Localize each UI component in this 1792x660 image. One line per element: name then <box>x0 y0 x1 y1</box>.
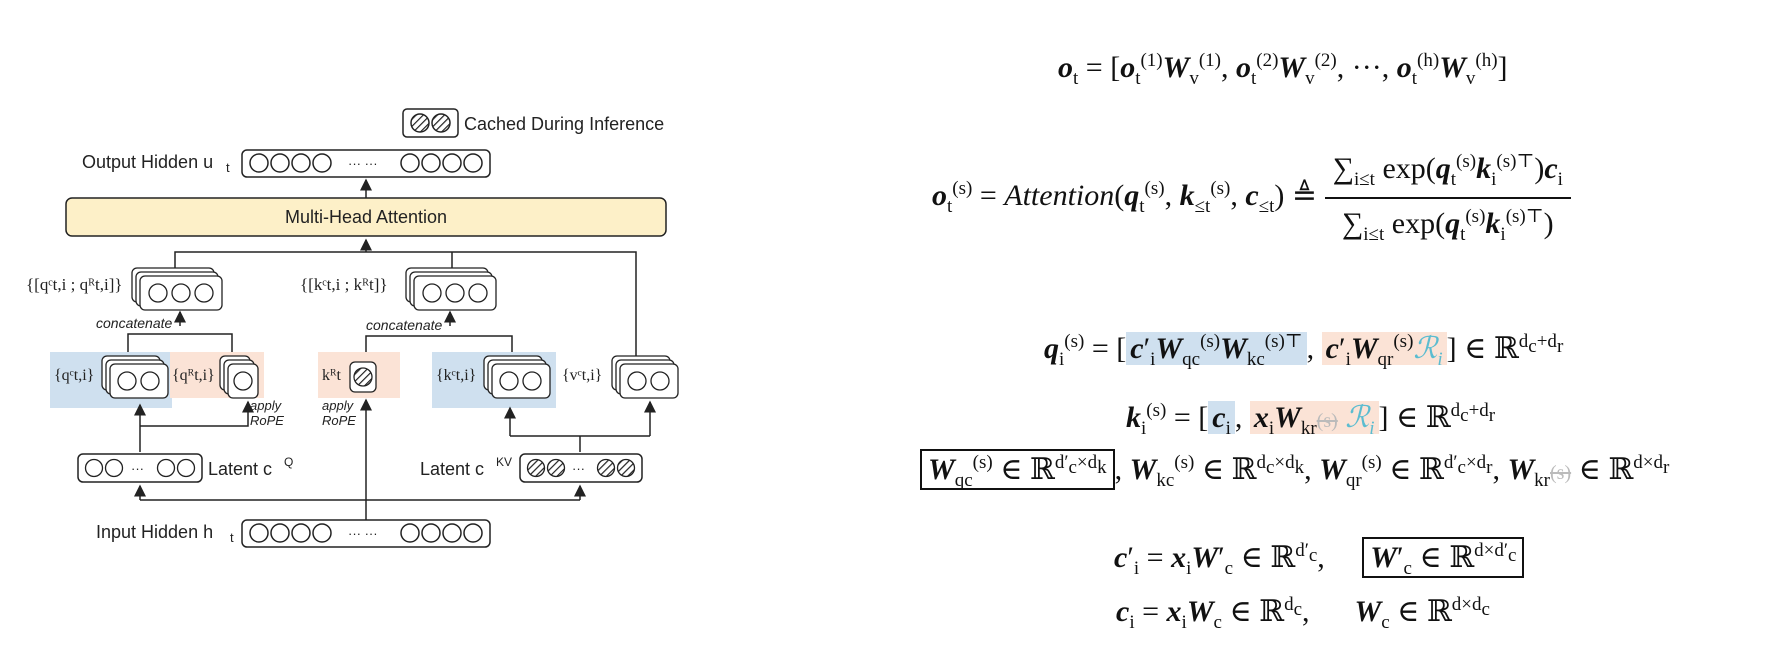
multi-head-attention-block <box>65 197 667 237</box>
output-label-sub: t <box>226 160 230 175</box>
kr-label: kᴿt <box>322 367 342 384</box>
equation-attention: ot(s) = Attention(qt(s), k≤t(s), c≤t) ≜ … <box>932 150 1571 246</box>
equation-latent-q: c′i = xiW′c ∈ ℝd′c, W′c ∈ ℝd×d′c <box>1114 537 1525 580</box>
qc-stack <box>101 355 169 399</box>
vc-label: {vᶜt,i} <box>562 367 602 384</box>
latent-kv-sup: KV <box>496 455 512 469</box>
qc-label: {qᶜt,i} <box>54 367 94 384</box>
concatenate-label-q: concatenate <box>96 315 172 331</box>
equation-weights: Wqc(s) ∈ ℝd′c×dk, Wkc(s) ∈ ℝdc×dk, Wqr(s… <box>920 449 1669 492</box>
qr-stack <box>219 355 259 399</box>
apply-rope-k-2: RoPE <box>322 413 356 428</box>
kc-label: {kᶜt,i} <box>436 367 476 384</box>
latent-q-label: Latent c <box>208 459 272 479</box>
attention-label: Multi-Head Attention <box>285 207 447 227</box>
latent-kv-label: Latent c <box>420 459 484 479</box>
equation-latent-kv: ci = xiWc ∈ ℝdc, Wc ∈ ℝd×dc <box>1116 594 1490 633</box>
legend: Cached During Inference <box>402 108 664 138</box>
key-concat-stack <box>405 267 497 311</box>
equation-output: ot = [ot(1)Wv(1), ot(2)Wv(2), ···, ot(h)… <box>1058 50 1508 89</box>
mla-architecture-diagram: Cached During Inference Output Hidden u … <box>26 108 679 548</box>
input-label: Input Hidden h <box>96 522 213 542</box>
input-label-sub: t <box>230 530 234 545</box>
key-concat-label: {[kᶜt,i ; kᴿt]} <box>300 275 388 294</box>
cached-icon <box>410 113 430 133</box>
concatenate-label-k: concatenate <box>366 317 442 333</box>
svg-text:···: ··· <box>131 461 144 476</box>
svg-text:··· ···: ··· ··· <box>348 526 378 541</box>
apply-rope-q-1: apply <box>250 398 283 413</box>
qr-label: {qᴿt,i} <box>172 367 215 384</box>
legend-label: Cached During Inference <box>464 114 664 134</box>
query-concat-stack <box>131 267 223 311</box>
output-label: Output Hidden u <box>82 152 213 172</box>
apply-rope-k-1: apply <box>322 398 355 413</box>
equation-query: qi(s) = [c′iWqc(s)Wkc(s)⊤, c′iWqr(s)ℛi] … <box>1044 331 1564 370</box>
cached-icon <box>431 113 451 133</box>
vc-stack <box>611 355 679 399</box>
latent-q-sup: Q <box>284 455 293 469</box>
output-dots: ··· ··· <box>348 156 378 171</box>
kc-stack <box>483 355 551 399</box>
kr-cached-icon <box>353 367 373 387</box>
equation-key: ki(s) = [ci, xiWkr(s) ℛi] ∈ ℝdc+dr <box>1126 400 1496 439</box>
svg-text:···: ··· <box>572 461 585 476</box>
apply-rope-q-2: RoPE <box>250 413 284 428</box>
query-concat-label: {[qᶜt,i ; qᴿt,i]} <box>26 275 123 294</box>
